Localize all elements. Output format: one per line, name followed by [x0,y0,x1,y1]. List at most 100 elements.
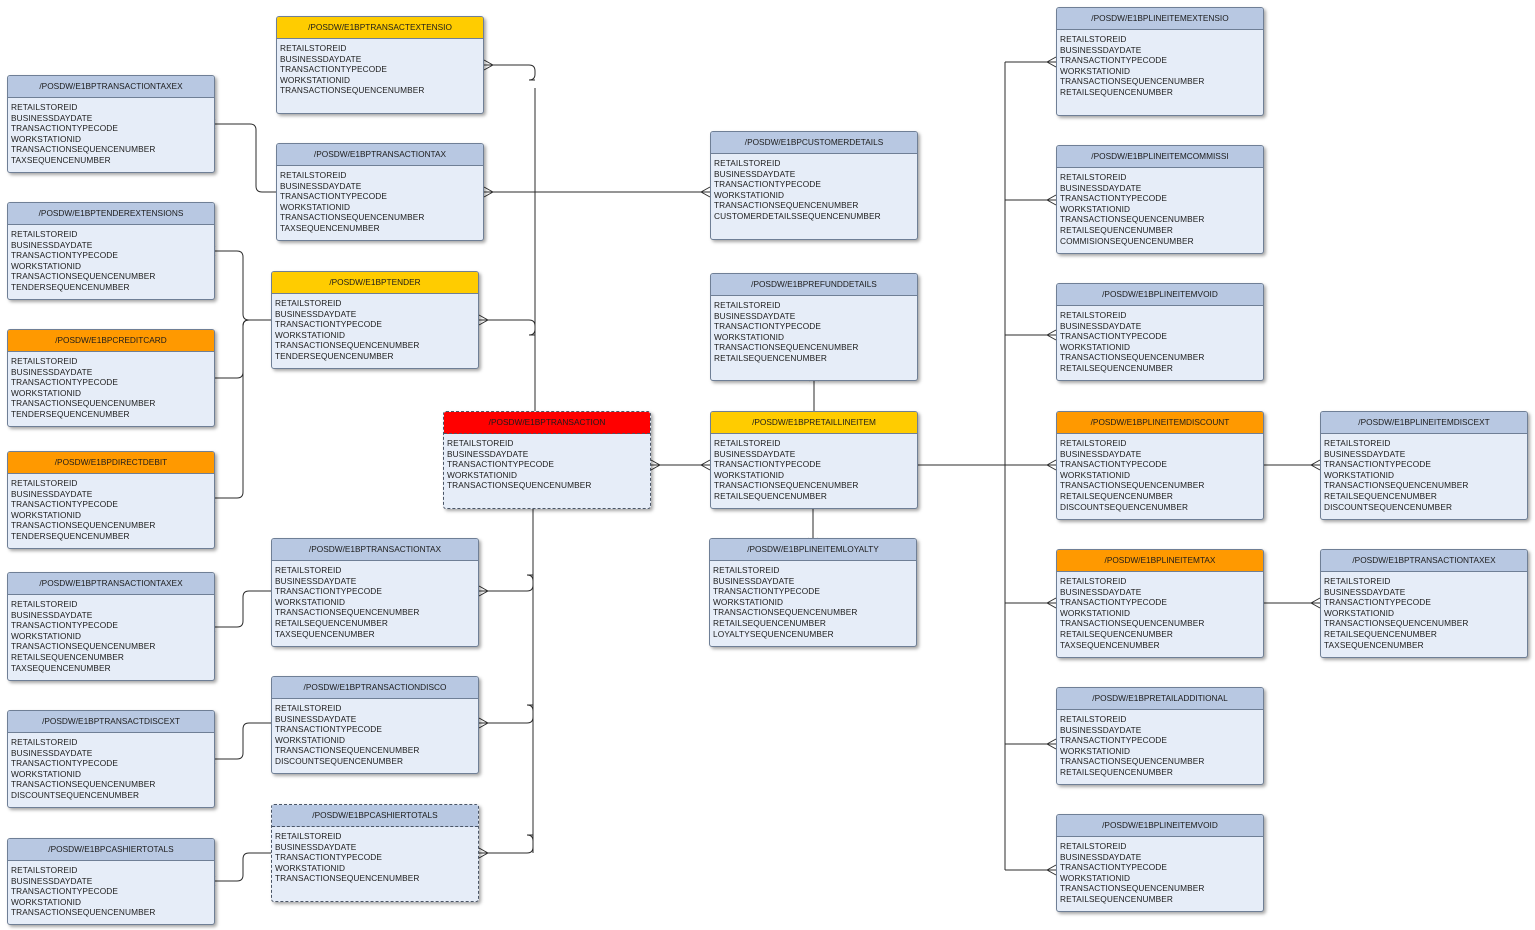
connector-line [1046,194,1057,201]
entity-title: /POSDW/E1BPCASHIERTOTALS [272,805,478,827]
entity-field: BUSINESSDAYDATE [11,488,93,499]
entity-field: TRANSACTIONTYPECODE [1324,597,1432,608]
connector-line [483,64,494,71]
entity-title: /POSDW/E1BPLINEITEMTAX [1057,550,1263,572]
entity-field: WORKSTATIONID [1060,872,1131,883]
entity-field: WORKSTATIONID [11,630,82,641]
entity-field: WORKSTATIONID [275,596,346,607]
entity-field: TRANSACTIONSEQUENCENUMBER [275,607,420,618]
entity-field: BUSINESSDAYDATE [714,168,796,179]
entity-field: RETAILSTOREID [1060,310,1127,320]
connector-line [478,847,489,854]
entity-field: RETAILSTOREID [275,831,342,841]
entity-field: RETAILSTOREID [1060,438,1127,448]
entity-field: BUSINESSDAYDATE [280,53,362,64]
entity-field: TAXSEQUENCENUMBER [11,154,111,165]
entity-field: TAXSEQUENCENUMBER [1324,639,1424,650]
entity-field: RETAILSEQUENCENUMBER [11,651,124,662]
entity-field: RETAILSTOREID [275,565,342,575]
connector-line [478,585,489,592]
entity-field: TENDERSEQUENCENUMBER [11,530,130,541]
entity-field: BUSINESSDAYDATE [275,713,357,724]
entity-field: LOYALTYSEQUENCENUMBER [713,628,834,639]
entity-field: TRANSACTIONSEQUENCENUMBER [1060,756,1205,767]
entity-field: BUSINESSDAYDATE [447,448,529,459]
entity-field: RETAILSEQUENCENUMBER [1060,766,1173,777]
connector-line [483,191,494,198]
entity-field: TRANSACTIONSEQUENCENUMBER [447,480,592,491]
connector-line [479,834,534,854]
entity-field: RETAILSTOREID [11,478,78,488]
entity-field: WORKSTATIONID [275,329,346,340]
connector-line [479,704,534,724]
entity-field: TRANSACTIONSEQUENCENUMBER [11,779,156,790]
entity-title: /POSDW/E1BPLINEITEMLOYALTY [710,539,916,561]
entity-field: BUSINESSDAYDATE [11,239,93,250]
entity-field: TRANSACTIONSEQUENCENUMBER [280,85,425,96]
entity-field: BUSINESSDAYDATE [1060,320,1142,331]
entity-field: TRANSACTIONSEQUENCENUMBER [714,342,859,353]
entity-field: RETAILSTOREID [1324,576,1391,586]
entity-field: WORKSTATIONID [275,862,346,873]
entity-title: /POSDW/E1BPTRANSACTION [444,412,650,434]
connector-line [478,717,489,724]
entity-title: /POSDW/E1BPLINEITEMVOID [1057,815,1263,837]
entity-field: BUSINESSDAYDATE [714,448,796,459]
entity-field: WORKSTATIONID [11,768,82,779]
entity-field: BUSINESSDAYDATE [1060,724,1142,735]
entity-field: TRANSACTIONTYPECODE [275,319,383,330]
entity-field: TRANSACTIONTYPECODE [1060,193,1168,204]
entity-field: WORKSTATIONID [1060,745,1131,756]
connector-line [1046,61,1057,68]
entity-field: WORKSTATIONID [11,896,82,907]
entity-field: WORKSTATIONID [714,469,785,480]
entity-field: RETAILSEQUENCENUMBER [714,490,827,501]
entity-field: WORKSTATIONID [1060,341,1131,352]
entity-field: WORKSTATIONID [714,331,785,342]
entity-title: /POSDW/E1BPTRANSACTIONTAXEX [1321,550,1527,572]
entity-field: RETAILSEQUENCENUMBER [714,352,827,363]
connector-line [215,123,276,193]
connector-line [700,186,711,193]
entity-field: RETAILSTOREID [713,565,780,575]
connector-line [215,852,271,882]
entity-field: RETAILSTOREID [1060,841,1127,851]
entity-field: TRANSACTIONSEQUENCENUMBER [1060,76,1205,87]
entity-field: TENDERSEQUENCENUMBER [11,408,130,419]
